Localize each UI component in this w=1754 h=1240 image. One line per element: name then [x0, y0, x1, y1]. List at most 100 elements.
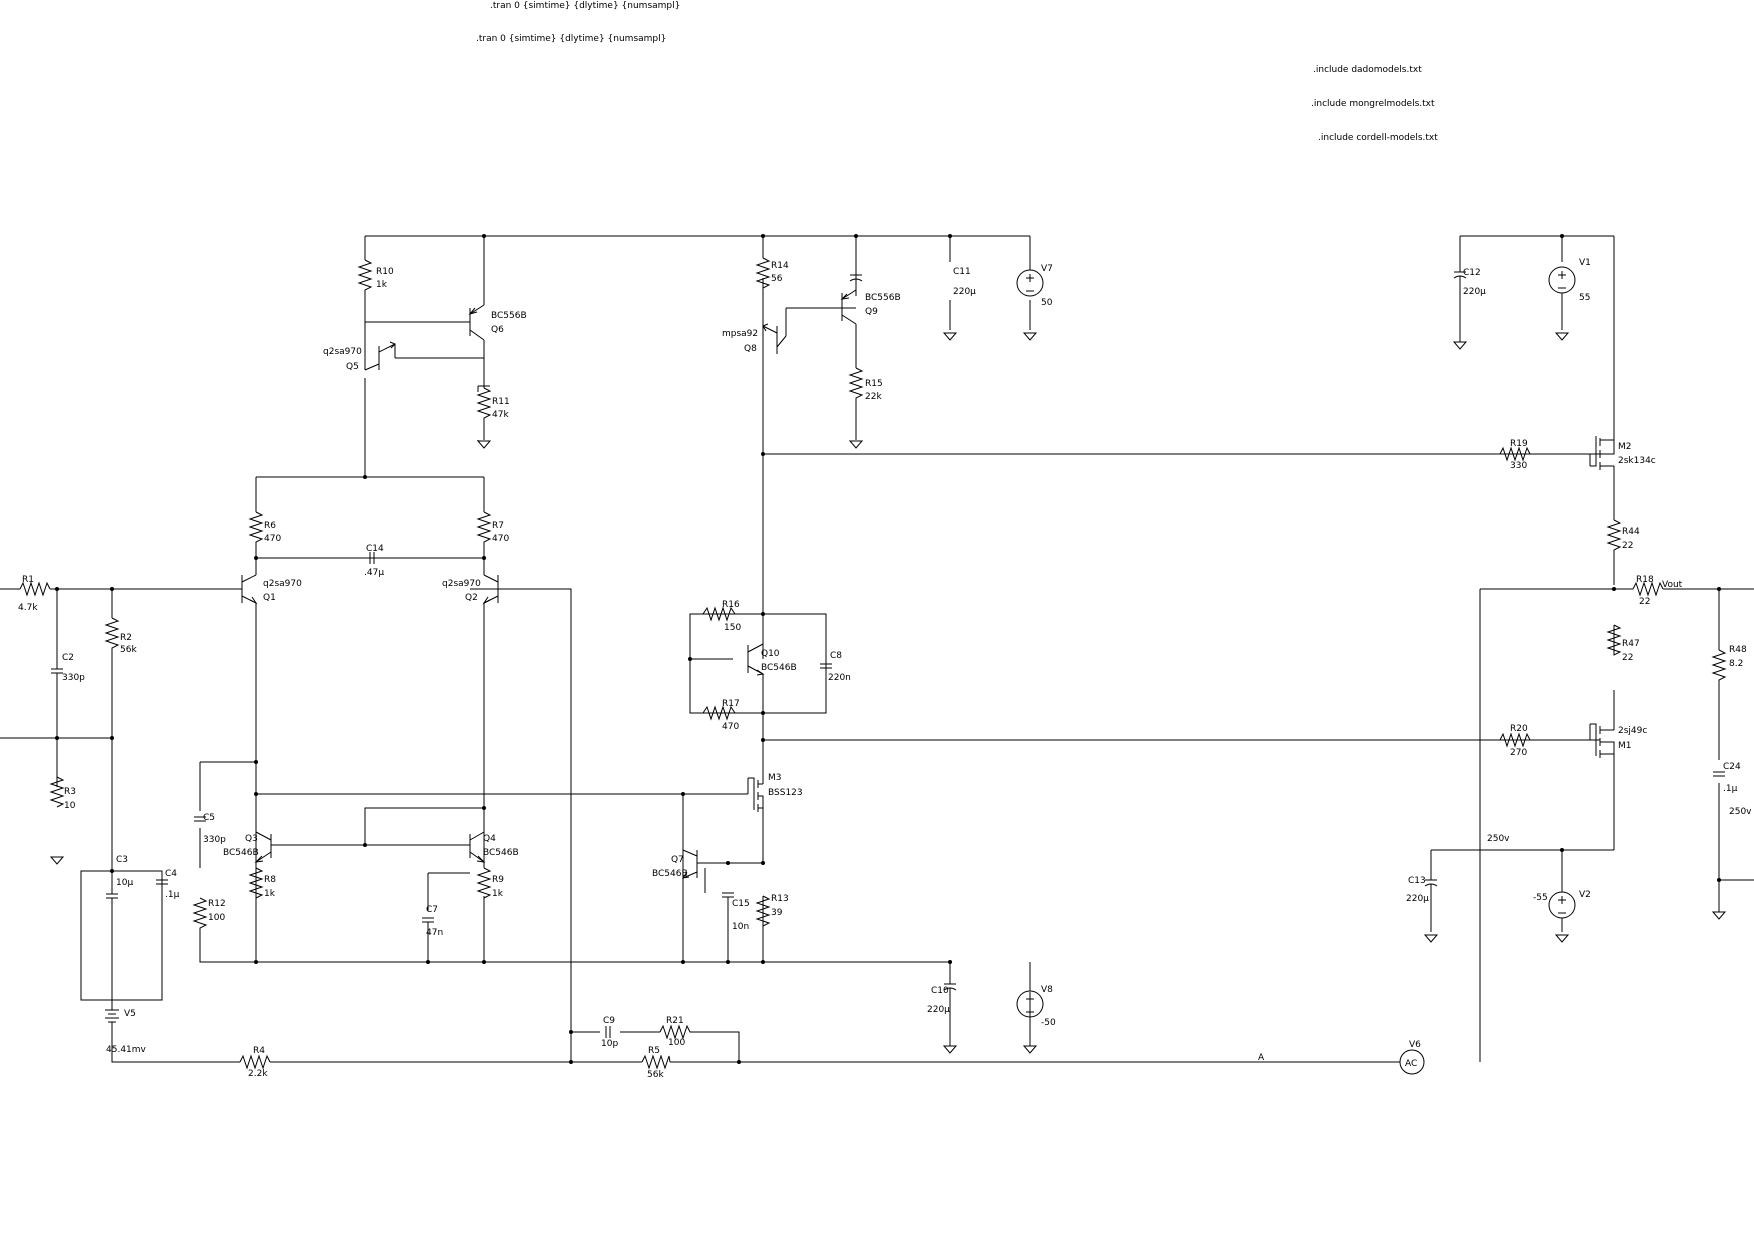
directive-tran-2: .tran 0 {simtime} {dlytime} {numsampl} — [476, 34, 666, 44]
v5-value: 45.41mv — [106, 1045, 147, 1055]
c10-ref: C10 — [931, 986, 949, 996]
c3-ref: C3 — [116, 855, 128, 865]
capacitor-c5: C5 330p — [194, 813, 226, 845]
r10-ref: R10 — [376, 267, 394, 277]
r8-value: 1k — [264, 889, 276, 899]
resistor-r9: R9 1k — [476, 867, 504, 899]
resistor-r20: R20 270 — [1499, 724, 1590, 758]
q6-ref: Q6 — [491, 325, 504, 335]
r7-ref: R7 — [492, 521, 504, 531]
battery-v5: V5 45.41mv — [105, 1000, 147, 1055]
c13-value: 220µ — [1406, 894, 1429, 904]
v2-value: -55 — [1533, 893, 1548, 903]
c7-value: 47n — [426, 928, 443, 938]
resistor-r5: R5 56k — [641, 1046, 671, 1080]
mosfet-m1: 2sj49c M1 — [1589, 715, 1647, 758]
q4-ref: Q4 — [483, 834, 496, 844]
c9-ref: C9 — [603, 1016, 615, 1026]
r13-ref: R13 — [771, 894, 789, 904]
capacitor-c4: C4 .1µ — [156, 869, 180, 900]
resistor-r11: R11 47k — [476, 387, 510, 440]
capacitor-c14: C14 .47µ — [364, 544, 384, 578]
capacitor-c13: C13 220µ — [1406, 876, 1438, 904]
transistor-q7: Q7 BC546B — [652, 794, 728, 962]
r15-value: 22k — [865, 392, 882, 402]
r17-ref: R17 — [722, 699, 740, 709]
r5-value: 56k — [647, 1070, 664, 1080]
c4-ref: C4 — [165, 869, 177, 879]
c11-value: 220µ — [953, 287, 976, 297]
c2-ref: C2 — [62, 653, 74, 663]
c14-value: .47µ — [364, 568, 384, 578]
r11-ref: R11 — [492, 397, 510, 407]
wires — [0, 235, 1754, 1063]
v1-ref: V1 — [1579, 258, 1591, 268]
q10-ref: Q10 — [761, 649, 780, 659]
capacitor-c11: C11 220µ — [849, 267, 976, 297]
c2-value: 330p — [62, 673, 85, 683]
r20-ref: R20 — [1510, 724, 1528, 734]
capacitor-c12: C12 220µ — [1453, 268, 1486, 305]
q8-ref: Q8 — [744, 344, 757, 354]
voltage-source-v2: V2 -55 — [1533, 890, 1591, 919]
v7-value: 50 — [1041, 298, 1053, 308]
r19-ref: R19 — [1510, 439, 1528, 449]
r4-value: 2.2k — [248, 1069, 268, 1079]
r48-ref: R48 — [1729, 645, 1747, 655]
r12-ref: R12 — [208, 899, 226, 909]
c15-ref: C15 — [732, 899, 750, 909]
m3-ref: M3 — [768, 773, 782, 783]
q6-model: BC556B — [491, 311, 527, 321]
resistor-r7: R7 470 — [476, 511, 509, 546]
c11-ref: C11 — [953, 267, 971, 277]
resistor-r4: R4 2.2k — [239, 1046, 271, 1079]
q7-model: BC546B — [652, 869, 688, 879]
r44-value: 22 — [1622, 541, 1633, 551]
r6-ref: R6 — [264, 521, 276, 531]
junctions — [55, 234, 1721, 1064]
c24-value: .1µ — [1723, 784, 1738, 794]
q3-ref: Q3 — [245, 834, 258, 844]
mosfet-m2: M2 2sk134c — [1589, 436, 1656, 480]
resistor-r44: R44 22 — [1606, 519, 1640, 555]
r2-value: 56k — [120, 645, 137, 655]
capacitor-c15: C15 10n — [722, 892, 750, 932]
c8-value: 220n — [828, 673, 851, 683]
capacitor-c9: C9 10p — [601, 1016, 618, 1049]
resistor-r47: R47 22 — [1606, 624, 1640, 663]
directive-include-cordell: .include cordell-models.txt — [1318, 133, 1438, 143]
resistor-r10: R10 1k — [357, 259, 394, 294]
resistor-r1: R1 4.7k — [18, 575, 51, 613]
q5-ref: Q5 — [346, 362, 359, 372]
r10-value: 1k — [376, 280, 388, 290]
r47-ref: R47 — [1622, 639, 1640, 649]
m3-model: BSS123 — [768, 788, 803, 798]
c12-ref: C12 — [1463, 268, 1481, 278]
q7-ref: Q7 — [671, 855, 684, 865]
r17-value: 470 — [722, 722, 739, 732]
c9-value: 10p — [601, 1039, 618, 1049]
resistor-r2: R2 56k — [104, 617, 137, 662]
directive-include-mongrel: .include mongrelmodels.txt — [1311, 99, 1435, 109]
c5-ref: C5 — [203, 813, 215, 823]
c24-ref: C24 — [1723, 762, 1741, 772]
r1-ref: R1 — [22, 575, 34, 585]
q2-model: q2sa970 — [442, 579, 481, 589]
r3-value: 10 — [64, 801, 76, 811]
c15-value: 10n — [732, 922, 749, 932]
m1-model: 2sj49c — [1618, 726, 1647, 736]
c3-value: 10µ — [116, 878, 133, 888]
resistor-r18: R18 22 — [1632, 575, 1664, 607]
voltage-source-v1: V1 55 — [1548, 258, 1591, 303]
q1-model: q2sa970 — [263, 579, 302, 589]
directive-tran-1: .tran 0 {simtime} {dlytime} {numsampl} — [490, 1, 680, 11]
net-label-a: A — [1258, 1053, 1265, 1063]
resistor-r15: R15 22k — [848, 367, 883, 402]
q1-ref: Q1 — [263, 593, 276, 603]
r9-ref: R9 — [492, 875, 504, 885]
resistor-r3: R3 10 — [49, 776, 76, 811]
q10-model: BC546B — [761, 663, 797, 673]
c5-value: 330p — [203, 835, 226, 845]
c10-value: 220µ — [927, 1005, 950, 1015]
